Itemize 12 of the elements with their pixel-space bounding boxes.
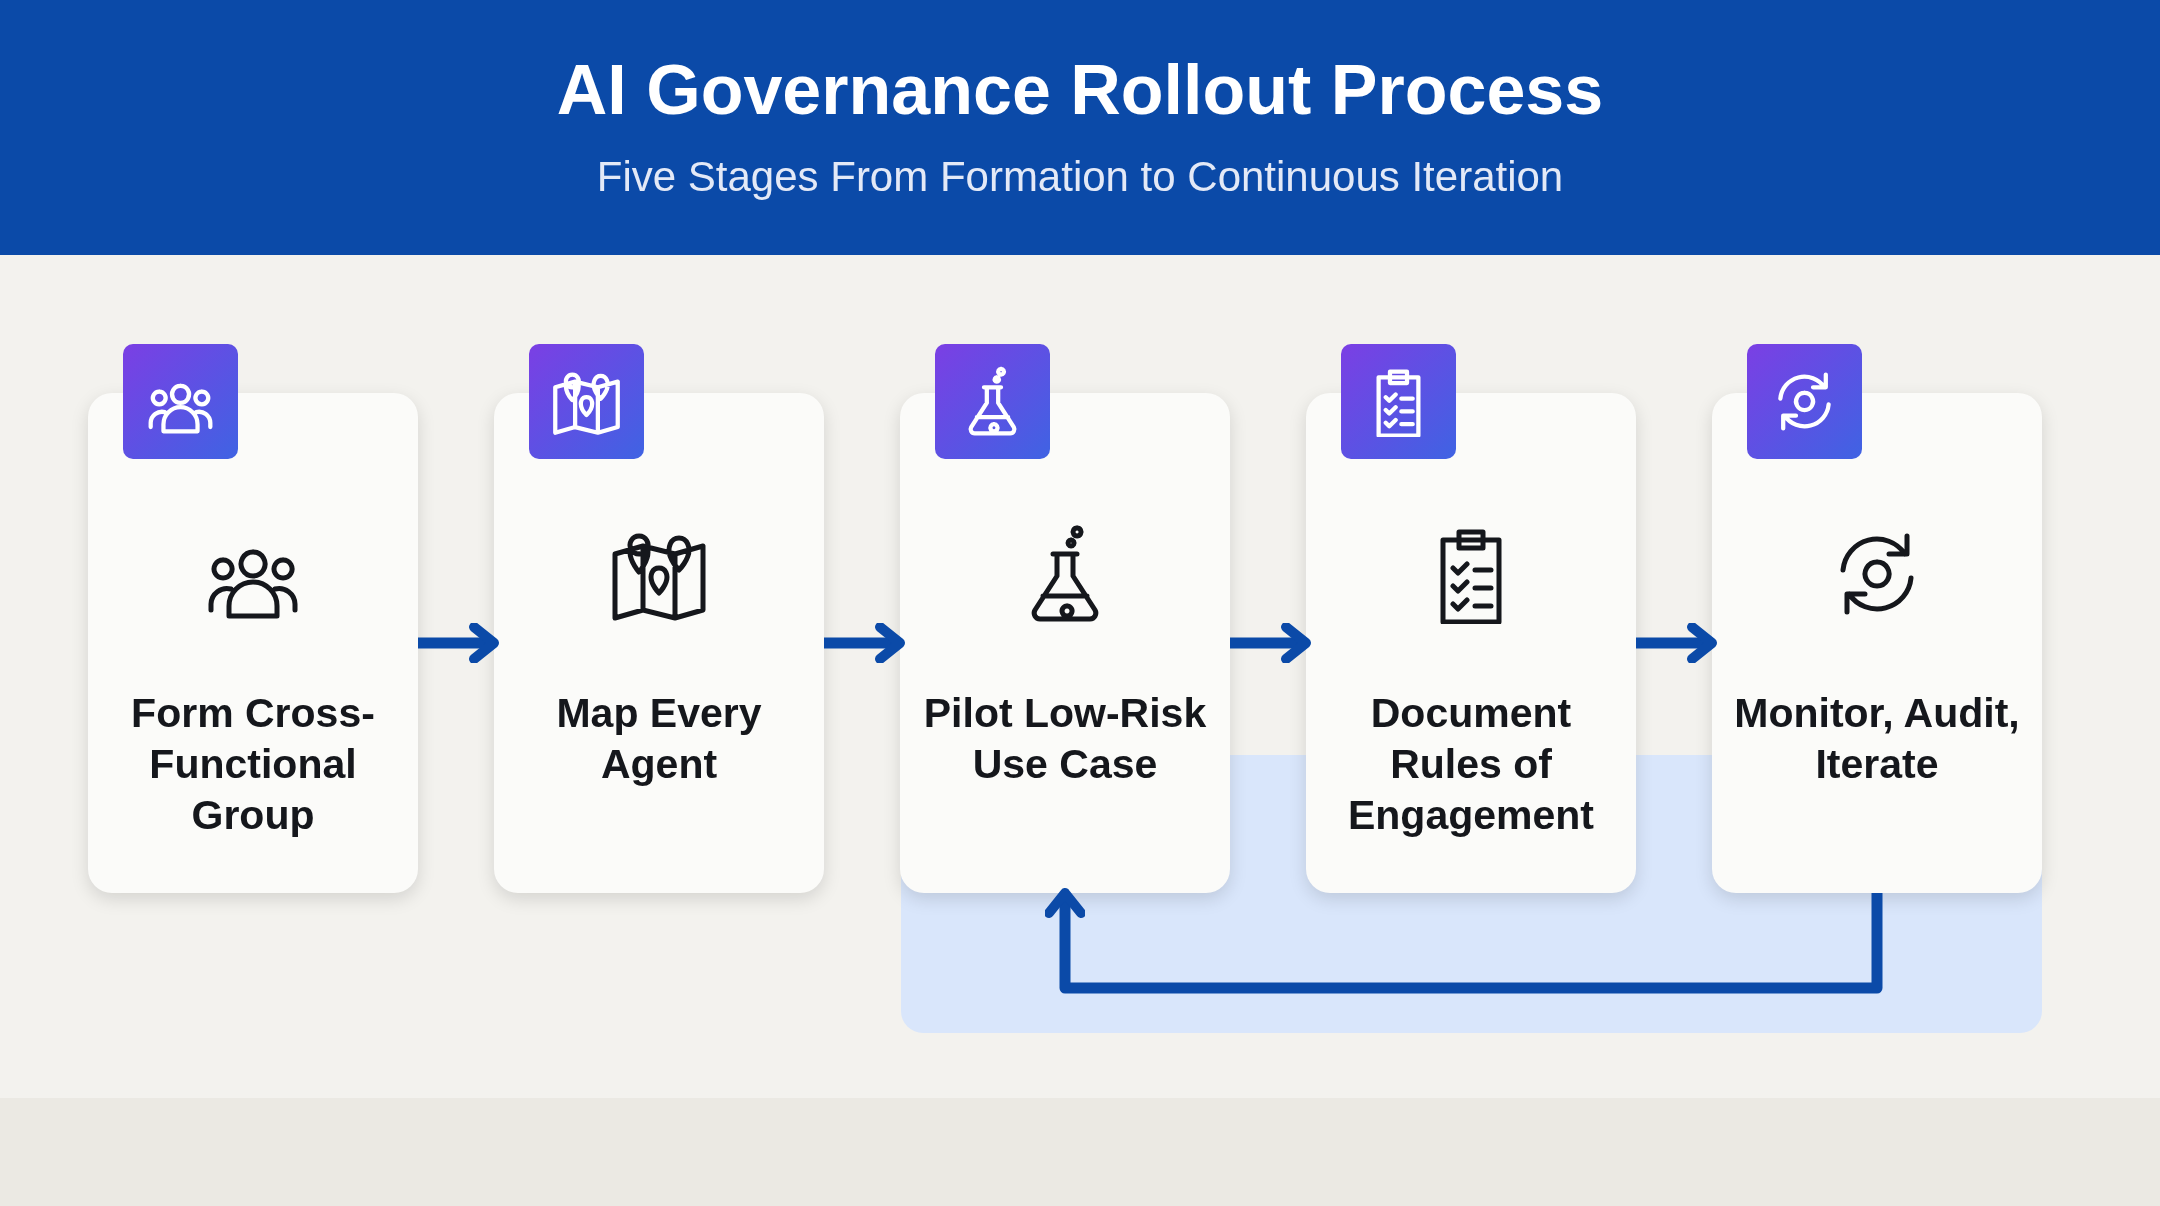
stage-label: Monitor, Audit, Iterate: [1733, 689, 2021, 789]
stage-label: Map Every Agent: [555, 689, 763, 789]
stage-label: Pilot Low-Risk Use Case: [922, 689, 1208, 789]
arrow: [824, 622, 905, 664]
stage-label: Document Rules of Engagement: [1346, 689, 1595, 840]
subtitle: Five Stages From Formation to Continuous Iteration: [595, 152, 1565, 202]
stage-label: Form Cross-Functional Group: [130, 689, 376, 840]
title: AI Governance Rollout Process: [555, 50, 1605, 130]
arrow: [418, 622, 499, 664]
loop-arrow: [1044, 888, 1883, 994]
arrow: [1230, 622, 1311, 664]
arrow: [1636, 622, 1717, 664]
